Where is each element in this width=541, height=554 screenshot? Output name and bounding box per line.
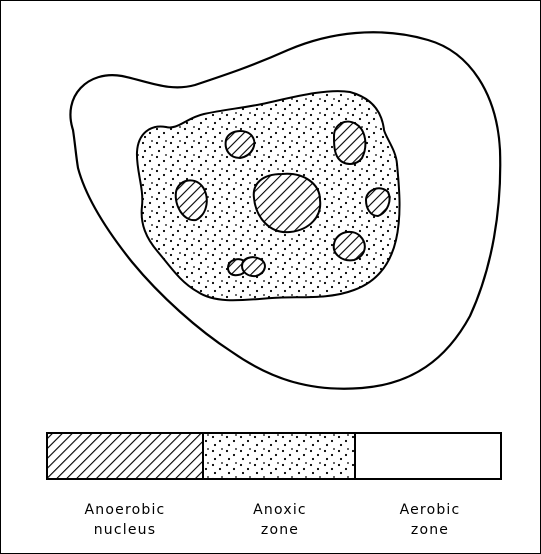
legend-swatch-anoxic xyxy=(203,433,355,479)
legend-swatch-anaerobic xyxy=(47,433,203,479)
legend-label-anoxic-line2: zone xyxy=(195,520,365,540)
legend-label-anoxic: Anoxic zone xyxy=(195,500,365,540)
anaerobic-nucleus-bottom-b xyxy=(242,257,265,276)
legend-label-anaerobic-line1: Anoerobic xyxy=(40,500,210,520)
legend-label-anoxic-line1: Anoxic xyxy=(195,500,365,520)
anaerobic-nucleus-lower-right xyxy=(334,232,365,260)
legend-label-aerobic-line2: zone xyxy=(345,520,515,540)
legend-label-aerobic-line1: Aerobic xyxy=(345,500,515,520)
legend-label-anaerobic: Anoerobic nucleus xyxy=(40,500,210,540)
legend-label-aerobic: Aerobic zone xyxy=(345,500,515,540)
anaerobic-nucleus-top-left xyxy=(226,131,255,158)
anaerobic-nucleus-top-right xyxy=(334,122,365,164)
legend-label-anaerobic-line2: nucleus xyxy=(40,520,210,540)
legend-swatch-aerobic xyxy=(355,433,501,479)
